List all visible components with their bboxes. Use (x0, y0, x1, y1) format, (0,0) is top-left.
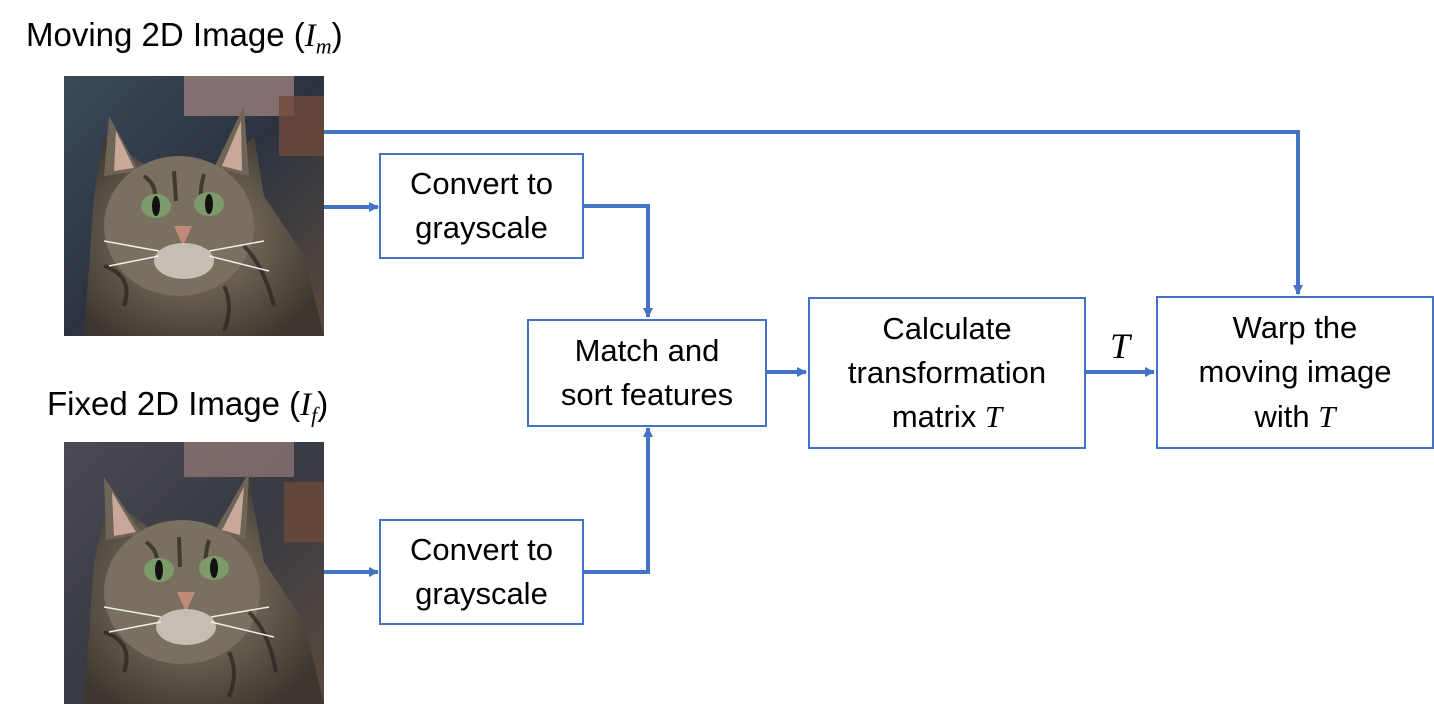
fixed-image-title-suffix: ) (317, 385, 329, 422)
moving-image-subscript: m (315, 33, 332, 59)
calc-line3-text: matrix (891, 399, 985, 434)
arrow-gray-top-to-match (584, 204, 653, 318)
gray-bottom-line2: grayscale (415, 576, 548, 611)
arrow-moving-to-warp (324, 130, 1303, 295)
warp-line2: moving image (1198, 354, 1392, 390)
moving-image-title-prefix: Moving 2D Image ( (26, 16, 305, 53)
warp-line3-text: with (1254, 398, 1319, 434)
moving-image-photo (64, 76, 324, 336)
gray-top-line1: Convert to (409, 165, 553, 201)
match-line2: sort features (560, 377, 734, 412)
match-features-box: Match and sort features (527, 319, 767, 427)
warp-line3-math: T (1318, 398, 1336, 434)
fixed-image-symbol: I (300, 387, 312, 423)
calc-line2: transformation (847, 354, 1047, 390)
match-line1: Match and (574, 332, 720, 368)
calc-line3-math: T (984, 399, 1003, 434)
moving-image-title: Moving 2D Image (Im) (26, 16, 343, 59)
calc-line3: matrix T (848, 395, 1046, 439)
gray-bottom-line1: Convert to (409, 531, 553, 567)
fixed-image-title-prefix: Fixed 2D Image ( (47, 385, 301, 422)
calc-line1: Calculate (882, 310, 1012, 346)
fixed-image-title: Fixed 2D Image (If) (47, 385, 328, 428)
warp-line3: with T (1199, 395, 1392, 439)
moving-image-title-suffix: ) (331, 16, 343, 53)
fixed-image-subscript: f (311, 402, 318, 428)
warp-image-box: Warp the moving image with T (1156, 296, 1434, 449)
convert-grayscale-bottom-box: Convert to grayscale (379, 519, 584, 625)
edge-label-t: T (1110, 326, 1131, 366)
cat-photo-icon (64, 442, 324, 704)
convert-grayscale-top-box: Convert to grayscale (379, 153, 584, 259)
warp-line1: Warp the (1232, 310, 1358, 346)
moving-image-symbol: I (304, 18, 316, 54)
calculate-transformation-box: Calculate transformation matrix T (808, 297, 1086, 449)
fixed-image-photo (64, 442, 324, 704)
gray-top-line2: grayscale (415, 210, 548, 245)
arrow-gray-bottom-to-match (584, 427, 653, 574)
cat-photo-icon (64, 76, 324, 336)
